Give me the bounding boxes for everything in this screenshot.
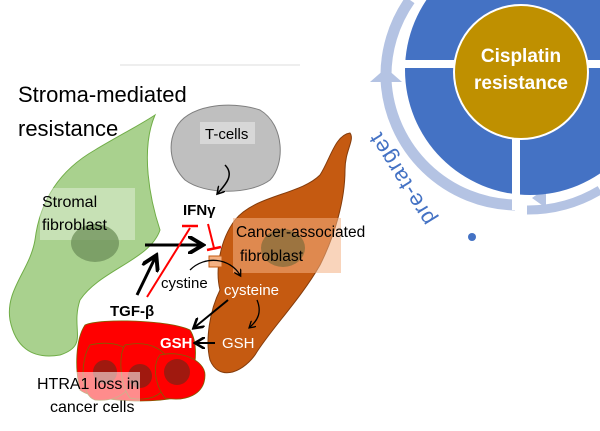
center-label-line1: Cisplatin xyxy=(481,46,561,67)
t-cell xyxy=(170,104,281,192)
arrow-cysteine-gsh-caf xyxy=(250,299,260,327)
gsh-cancer-label: GSH xyxy=(160,335,193,352)
center-circle xyxy=(453,4,589,140)
cancer-label-line2: cancer cells xyxy=(50,399,134,416)
cysteine-label: cysteine xyxy=(224,282,279,299)
cancer-label-line1: HTRA1 loss in xyxy=(37,376,139,393)
cystine-label: cystine xyxy=(161,275,208,292)
arc-label-dot xyxy=(468,233,476,241)
caf-nucleus xyxy=(261,229,305,267)
arrow-tgfb-up xyxy=(135,258,155,296)
arrow-cysteine-gsh-cancer xyxy=(195,299,229,327)
outer-ring-arrow xyxy=(380,0,516,211)
inhibit-tgfb-ifng xyxy=(146,227,191,298)
ring-arrowhead-left xyxy=(370,68,402,82)
gsh-caf-label: GSH xyxy=(222,335,255,352)
tcells-label: T-cells xyxy=(205,126,248,143)
stromal-label-line2: fibroblast xyxy=(42,217,107,234)
tgfb-label: TGF-β xyxy=(110,303,154,320)
inhibit-ifng-transporter xyxy=(207,223,215,249)
stromal-label-line1: Stromal xyxy=(42,194,97,211)
arrow-cystine-cysteine xyxy=(189,259,240,275)
resistance-wheel: Cisplatin resistance xyxy=(370,0,600,215)
title-line1: Stroma-mediated xyxy=(18,82,187,107)
center-label-line2: resistance xyxy=(474,73,568,94)
stromal-nucleus xyxy=(71,224,119,262)
wheel-divider-v xyxy=(512,130,520,210)
caf-label-line2: fibroblast xyxy=(240,248,304,265)
title-line2: resistance xyxy=(18,116,118,141)
caf-label-line1: Cancer-associated xyxy=(236,224,365,241)
ifng-label: IFNγ xyxy=(183,202,216,219)
